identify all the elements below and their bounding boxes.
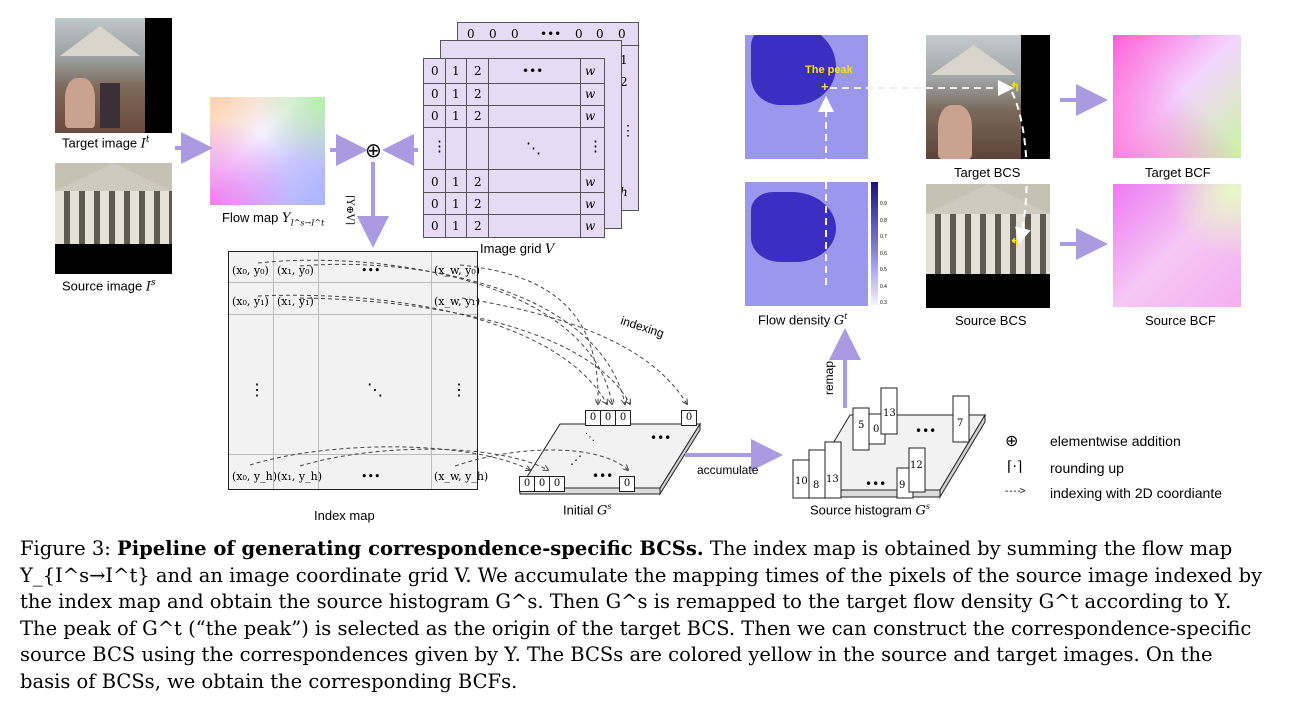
flow-density-label: Flow density Gt: [758, 312, 848, 329]
hist-value: 9: [899, 480, 905, 491]
target-bcs-image: ↰: [926, 35, 1050, 159]
source-bcs-image: ↰: [926, 184, 1050, 308]
target-image: [55, 18, 172, 133]
hist-value: 12: [910, 460, 923, 471]
legend-text: rounding up: [1050, 460, 1124, 476]
image-grid-front: 0 1 2 ••• w 0 1 2 w 0 1 2 w ⋮ ⋱ ⋮ 0 1 2 …: [423, 58, 605, 238]
legend-text: elementwise addition: [1050, 433, 1181, 449]
svg-text:•••: •••: [915, 424, 936, 438]
source-histogram-platform: 10 8 13 5 0 13 7 12 9 ••• •••: [792, 387, 986, 499]
source-bcf-label: Source BCF: [1145, 313, 1216, 328]
index-map-label: Index map: [314, 508, 375, 523]
figure-caption: Figure 3: Pipeline of generating corresp…: [20, 537, 1263, 693]
legend-text: indexing with 2D coordiante: [1050, 485, 1222, 501]
flow-density-image: [745, 182, 868, 306]
initial-cube: 0: [619, 476, 635, 492]
target-bcf-image: [1113, 35, 1241, 158]
plus-operator: ⊕: [365, 138, 382, 162]
target-image-label: Target image It: [62, 135, 150, 152]
hist-value: 13: [883, 408, 896, 419]
flow-map-label: Flow map YI^s→I^t: [222, 210, 325, 228]
initial-cube: 0: [681, 410, 697, 426]
peak-marker-icon: +: [821, 79, 829, 94]
arrows-overlay: [175, 80, 1108, 530]
target-bcf-label: Target BCF: [1145, 165, 1211, 180]
source-bcf-image: [1113, 184, 1241, 307]
initial-cube: 0: [549, 476, 565, 492]
svg-text:•••: •••: [650, 431, 671, 445]
image-grid-label: Image grid V: [480, 241, 555, 257]
svg-text:⋰: ⋰: [570, 453, 582, 467]
remap-label: remap: [822, 360, 836, 395]
svg-text:•••: •••: [592, 469, 613, 483]
peak-label: The peak: [805, 64, 853, 76]
source-histogram-label: Source histogram Gs: [810, 502, 930, 519]
legend-symbol: ⊕: [1005, 431, 1019, 450]
hist-value: 10: [795, 476, 808, 487]
svg-text:⋱: ⋱: [585, 432, 595, 443]
hist-value: 0: [873, 424, 879, 435]
hist-value: 5: [858, 420, 864, 431]
index-map: (x₀, y₀) (x₁, y₀) ••• (x_w, y₀) (x₀, y₁)…: [228, 251, 488, 490]
flow-map: [210, 97, 325, 205]
initial-gs-label: Initial Gs: [563, 502, 612, 519]
legend-symbol: - - - ->: [1005, 486, 1025, 497]
initial-cube: 0: [615, 410, 631, 426]
peak-density-image: [745, 35, 868, 159]
hist-value: 7: [957, 418, 963, 429]
source-image: [55, 163, 172, 274]
source-image-label: Source image Is: [62, 278, 156, 295]
accumulate-label: accumulate: [697, 463, 759, 477]
legend-symbol: ⌈·⌉: [1007, 459, 1023, 475]
source-bcs-label: Source BCS: [955, 313, 1027, 328]
target-bcs-label: Target BCS: [954, 165, 1021, 180]
hist-value: 8: [813, 480, 819, 491]
colorbar: [871, 182, 878, 305]
svg-text:•••: •••: [865, 477, 886, 491]
hist-value: 13: [826, 474, 839, 485]
